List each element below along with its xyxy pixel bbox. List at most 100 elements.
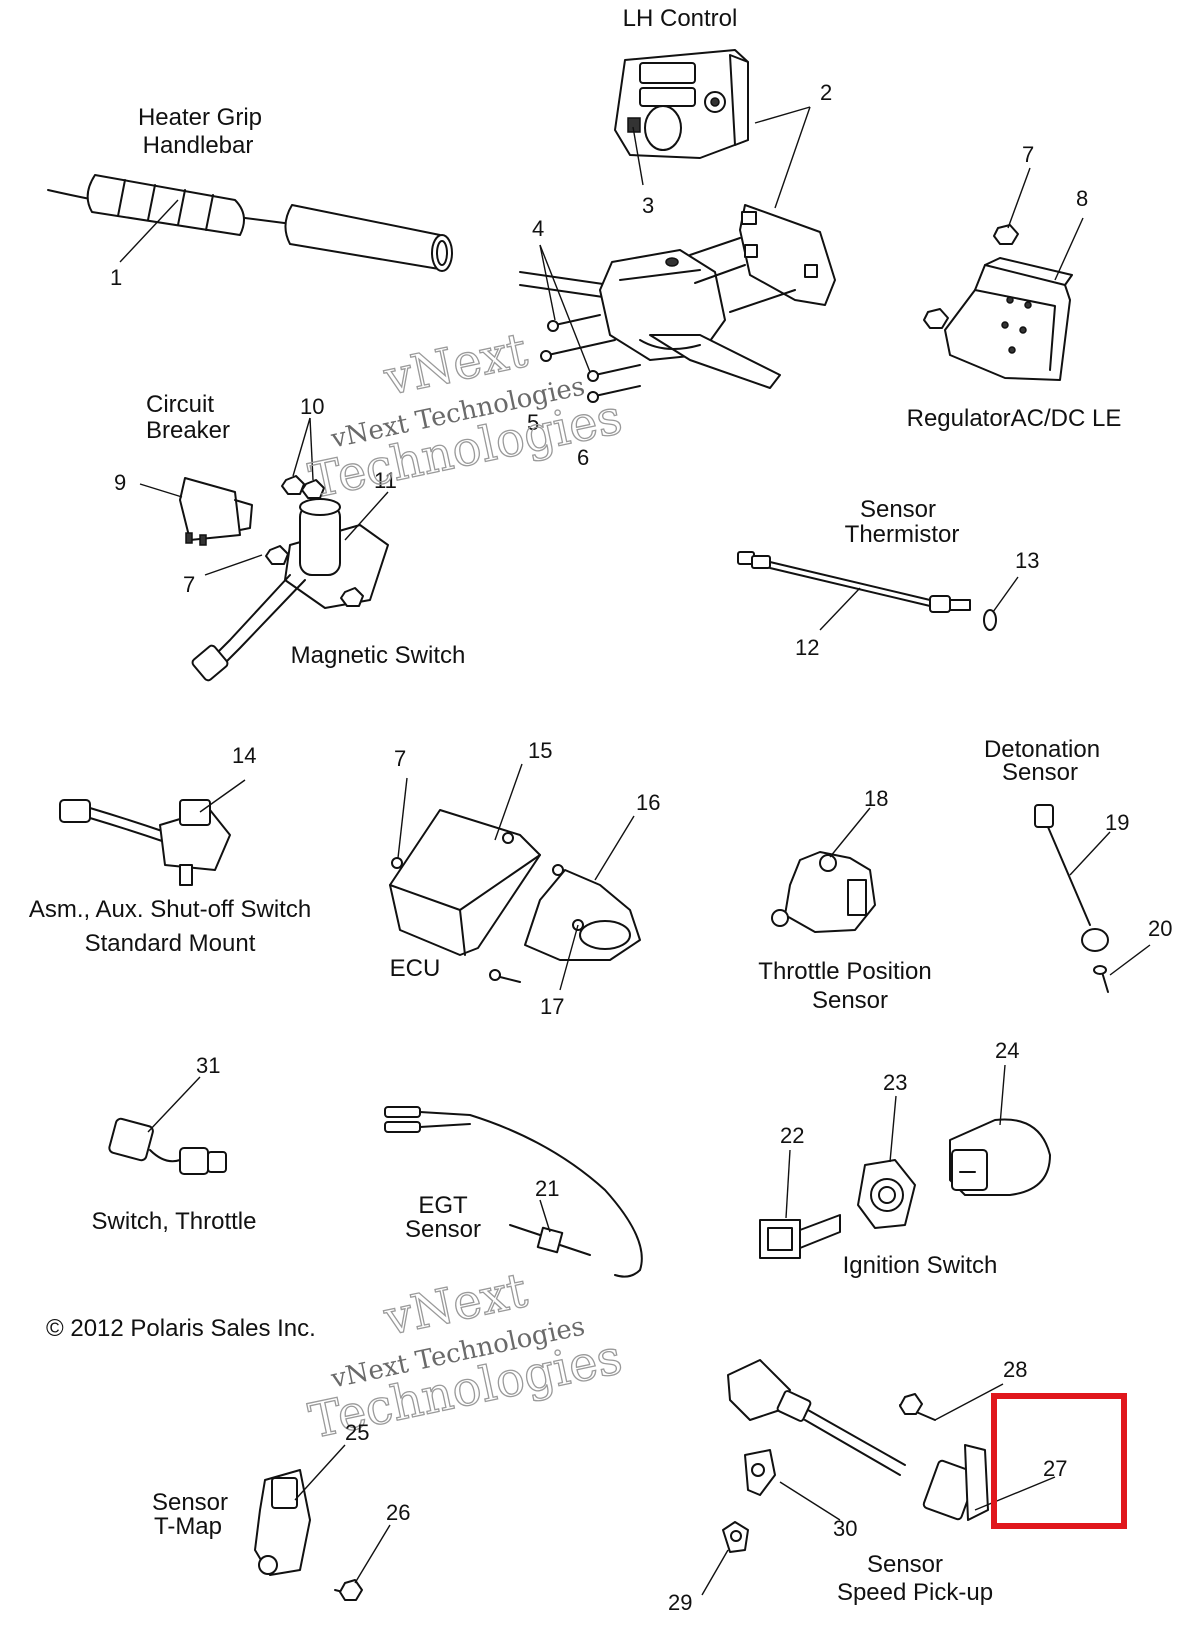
callout-5: 5 <box>527 410 539 435</box>
callout-8: 8 <box>1076 186 1088 211</box>
leader-25 <box>294 1444 346 1501</box>
callout-13: 13 <box>1015 548 1039 573</box>
ignition-switch-part <box>759 1118 1051 1259</box>
callout-6: 6 <box>577 445 589 470</box>
leader-30 <box>779 1481 841 1521</box>
speed-label-1: Sensor <box>867 1551 943 1578</box>
egt-label-2: Sensor <box>405 1216 481 1243</box>
tmap-label-2: T-Map <box>154 1513 222 1540</box>
aux-switch-label-1: Asm., Aux. Shut-off Switch <box>29 896 311 923</box>
leader-29 <box>701 1549 729 1596</box>
tps-label-2: Sensor <box>812 987 888 1014</box>
leader-8 <box>1054 217 1084 281</box>
callout-11: 11 <box>374 468 397 493</box>
detonation-label-1: Detonation <box>984 736 1100 763</box>
leader-7c <box>397 777 408 859</box>
callout-31: 31 <box>196 1053 220 1078</box>
callout-7b: 7 <box>183 572 195 597</box>
leader-12 <box>819 587 861 631</box>
leader-2a <box>754 106 811 124</box>
callout-9: 9 <box>114 470 126 495</box>
callout-18: 18 <box>864 786 888 811</box>
callout-15: 15 <box>528 738 552 763</box>
circuit-breaker-label-1: Circuit <box>146 391 214 418</box>
tmap-label-1: Sensor <box>152 1489 228 1516</box>
callout-12: 12 <box>795 635 819 660</box>
callout-21: 21 <box>535 1176 559 1201</box>
callout-24: 24 <box>995 1038 1019 1063</box>
speed-sensor-part <box>722 1359 989 1553</box>
leader-2b <box>774 106 811 209</box>
heater-grip-label-2: Handlebar <box>143 132 254 159</box>
copyright-text: © 2012 Polaris Sales Inc. <box>46 1315 316 1342</box>
heater-grip-part <box>47 174 453 272</box>
leader-4a <box>539 244 556 321</box>
leader-3 <box>632 126 644 186</box>
thermistor-label-2: Thermistor <box>845 521 960 548</box>
speed-label-2: Speed Pick-up <box>837 1579 993 1606</box>
tmap-sensor-part <box>254 1469 363 1601</box>
callout-1: 1 <box>110 265 122 290</box>
leader-20 <box>1109 944 1151 976</box>
thermistor-label-1: Sensor <box>860 496 936 523</box>
circuit-breaker-label-2: Breaker <box>146 417 230 444</box>
leader-9 <box>139 483 183 498</box>
aux-switch-part <box>59 799 231 886</box>
callout-29: 29 <box>668 1590 692 1615</box>
callout-26: 26 <box>386 1500 410 1525</box>
leader-11 <box>344 491 389 541</box>
callout-7c: 7 <box>394 746 406 771</box>
leader-22 <box>785 1149 791 1219</box>
callout-14: 14 <box>232 743 256 768</box>
leader-31 <box>147 1076 201 1133</box>
leader-1 <box>119 199 179 263</box>
lh-control-assembly-part <box>519 204 836 403</box>
callout-2: 2 <box>820 80 832 105</box>
callout-16: 16 <box>636 790 660 815</box>
callout-20: 20 <box>1148 916 1172 941</box>
highlight-box <box>991 1393 1127 1529</box>
leader-17 <box>559 924 579 991</box>
callout-23: 23 <box>883 1070 907 1095</box>
leader-10b <box>309 417 314 481</box>
detonation-sensor-part <box>1034 804 1109 993</box>
leader-27 <box>974 1476 1056 1511</box>
lh-control-label: LH Control <box>623 5 738 32</box>
ecu-part <box>389 809 641 983</box>
leader-7b <box>204 554 263 576</box>
leader-14 <box>199 779 246 813</box>
leader-28 <box>934 1383 1004 1421</box>
egt-label-1: EGT <box>418 1192 468 1219</box>
leader-24 <box>999 1064 1006 1126</box>
screw-4a <box>547 314 601 332</box>
callout-10: 10 <box>300 394 324 419</box>
callout-25: 25 <box>345 1420 369 1445</box>
egt-sensor-part <box>384 1106 643 1278</box>
leader-23 <box>889 1095 897 1163</box>
magnetic-switch-part <box>191 475 389 682</box>
leader-10a <box>292 417 311 477</box>
switch-throttle-label: Switch, Throttle <box>92 1208 257 1235</box>
circuit-breaker-part <box>179 477 253 546</box>
callout-28: 28 <box>1003 1357 1027 1382</box>
tps-label-1: Throttle Position <box>758 958 931 985</box>
callout-22: 22 <box>780 1123 804 1148</box>
screw-5 <box>587 364 641 382</box>
leader-4b <box>539 244 591 373</box>
heater-grip-label-1: Heater Grip <box>138 104 262 131</box>
leader-15 <box>494 763 523 841</box>
watermark-bottom: vNext vNext Technologies Technologies <box>304 1262 628 1451</box>
leader-16 <box>594 815 635 881</box>
callout-30: 30 <box>833 1516 857 1541</box>
detonation-label-2: Sensor <box>1002 759 1078 786</box>
thermistor-part <box>737 551 997 631</box>
leader-21 <box>539 1199 551 1233</box>
ignition-switch-label: Ignition Switch <box>843 1252 998 1279</box>
leader-18 <box>829 807 871 858</box>
leader-13 <box>992 576 1019 613</box>
callout-19: 19 <box>1105 810 1129 835</box>
switch-throttle-part <box>108 1117 227 1175</box>
screw-4b <box>540 339 616 362</box>
screw-6 <box>587 385 641 403</box>
aux-switch-label-2: Standard Mount <box>85 930 256 957</box>
